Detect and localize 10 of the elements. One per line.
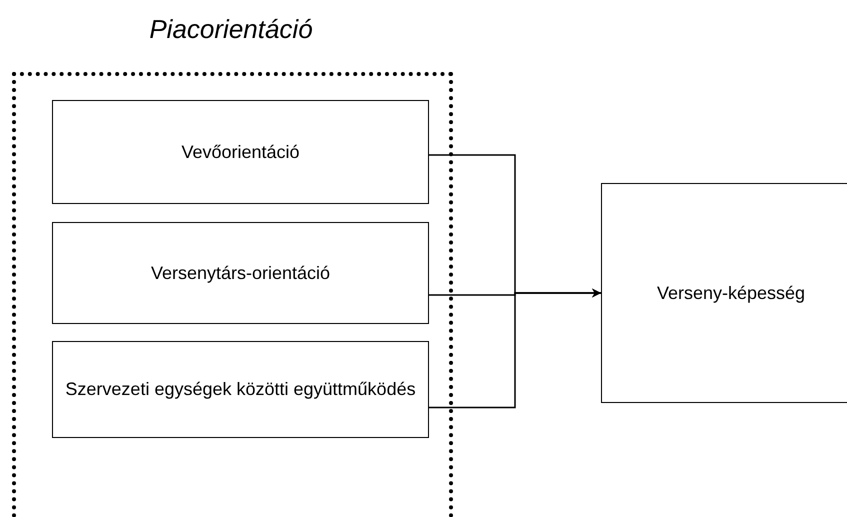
box-label: Vevőorientáció [181,140,300,164]
process-box [52,222,429,324]
box-label: Versenytárs-orientáció [150,262,330,285]
connector-arrow [429,288,601,408]
group-title: Piacorientáció [148,14,314,45]
process-box [601,183,847,403]
box-label: Verseny-képesség [656,282,806,305]
box-label: Szervezeti egységek közötti együttműködés [64,378,417,401]
process-box [52,341,429,438]
process-box [52,100,429,204]
